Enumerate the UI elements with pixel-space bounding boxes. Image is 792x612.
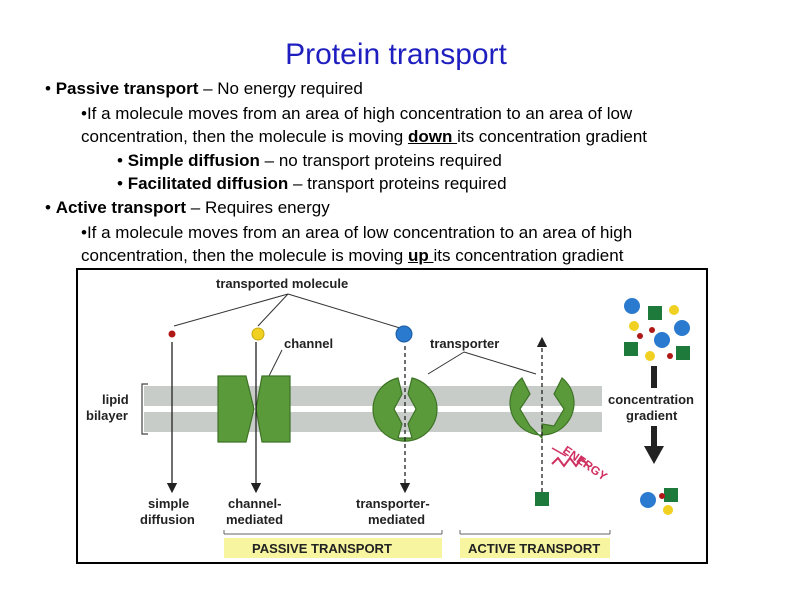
passive-transport-term: Passive transport	[55, 79, 199, 98]
sub-bullet-marker: •	[117, 174, 123, 193]
active-sub-line2: concentration, then the molecule is movi…	[81, 246, 623, 266]
gradient-molecule	[629, 321, 639, 331]
gradient-molecule	[664, 488, 678, 502]
transporter-mediated-label-2: mediated	[368, 512, 425, 527]
active-sub-line2-pre: concentration, then the molecule is movi…	[81, 246, 408, 265]
channel-pointer	[267, 349, 283, 379]
gradient-label: gradient	[626, 408, 678, 423]
gradient-molecule	[669, 305, 679, 315]
active-transport-desc: – Requires energy	[186, 198, 330, 217]
passive-down-word: down	[407, 127, 458, 146]
lipid-label: lipid	[102, 392, 129, 407]
channel-mediated-label-1: channel-	[228, 496, 281, 511]
passive-sub-line1: •If a molecule moves from an area of hig…	[81, 104, 633, 123]
channel-label: channel	[284, 336, 333, 351]
passive-sub-line2-pre: concentration, then the molecule is movi…	[81, 127, 408, 146]
active-sub-line2-post: its concentration gradient	[433, 246, 624, 265]
simple-diffusion-desc: – no transport proteins required	[259, 151, 502, 170]
channel-protein-left	[217, 375, 255, 443]
facilitated-diffusion-line: • Facilitated diffusion – transport prot…	[117, 174, 507, 194]
gradient-arrow-top	[651, 366, 657, 388]
channel-mediated-label-2: mediated	[226, 512, 283, 527]
simple-diffusion-line: • Simple diffusion – no transport protei…	[117, 151, 502, 171]
simple-diffusion-term: Simple diffusion	[127, 151, 260, 170]
transporter-mediated-label-1: transporter-	[356, 496, 430, 511]
molecule-blue	[395, 325, 413, 343]
gradient-molecule	[654, 332, 670, 348]
energy-arrow	[551, 447, 567, 457]
gradient-molecule	[649, 327, 655, 333]
simple-label: simple	[148, 496, 189, 511]
ion-yellow	[251, 327, 265, 341]
molecule-green-square	[535, 492, 549, 506]
channel-protein-right	[255, 375, 291, 443]
transporter-pointer	[463, 351, 537, 375]
gradient-molecule	[640, 492, 656, 508]
bilayer-label: bilayer	[86, 408, 128, 423]
facilitated-diffusion-term: Facilitated diffusion	[127, 174, 289, 193]
passive-transport-bar	[224, 538, 442, 558]
active-sub-line1: •If a molecule moves from an area of low…	[81, 223, 633, 242]
energy-wave	[551, 456, 589, 468]
gradient-arrow-shaft	[651, 426, 657, 448]
bullet-marker: •	[45, 79, 51, 98]
transporter-label: transporter	[430, 336, 499, 351]
small-molecule-red	[168, 330, 176, 338]
passive-sub-line2-post: its concentration gradient	[457, 127, 648, 146]
gradient-molecule	[667, 353, 673, 359]
passive-sub-line2: concentration, then the molecule is movi…	[81, 127, 647, 147]
gradient-molecule	[624, 342, 638, 356]
gradient-molecule	[637, 333, 643, 339]
transported-molecule-label: transported molecule	[216, 276, 348, 291]
bilayer-bracket	[141, 383, 148, 435]
transporter-protein-active	[509, 377, 575, 440]
gradient-molecule	[648, 306, 662, 320]
passive-transport-desc: – No energy required	[198, 79, 363, 98]
transport-figure: lipid bilayer transported molecule chann…	[76, 268, 708, 564]
active-up-word: up	[407, 246, 434, 265]
active-transport-term: Active transport	[55, 198, 187, 217]
page-title: Protein transport	[285, 38, 507, 71]
active-transport-bar	[460, 538, 610, 558]
transporter-protein-passive	[372, 377, 438, 442]
transporter-pointer	[427, 351, 465, 375]
gradient-molecule	[663, 505, 673, 515]
pointer-line	[173, 293, 289, 327]
pointer-line	[257, 293, 289, 327]
concentration-label: concentration	[608, 392, 694, 407]
energy-label: ENERGY	[560, 443, 610, 484]
bullet-passive: • Passive transport – No energy required	[45, 79, 363, 99]
gradient-molecule	[674, 320, 690, 336]
pointer-line	[287, 293, 401, 329]
passive-transport-label: PASSIVE TRANSPORT	[252, 541, 392, 556]
gradient-molecule	[624, 298, 640, 314]
gradient-molecule	[659, 493, 665, 499]
gradient-molecule	[676, 346, 690, 360]
active-transport-label: ACTIVE TRANSPORT	[468, 541, 600, 556]
bullet-marker: •	[45, 198, 51, 217]
diffusion-label: diffusion	[140, 512, 195, 527]
gradient-molecule	[645, 351, 655, 361]
transport-diagram: lipid bilayer transported molecule chann…	[86, 276, 694, 558]
facilitated-diffusion-desc: – transport proteins required	[288, 174, 507, 193]
gradient-arrow-head	[644, 446, 664, 464]
bullet-active: • Active transport – Requires energy	[45, 198, 330, 218]
sub-bullet-marker: •	[117, 151, 123, 170]
